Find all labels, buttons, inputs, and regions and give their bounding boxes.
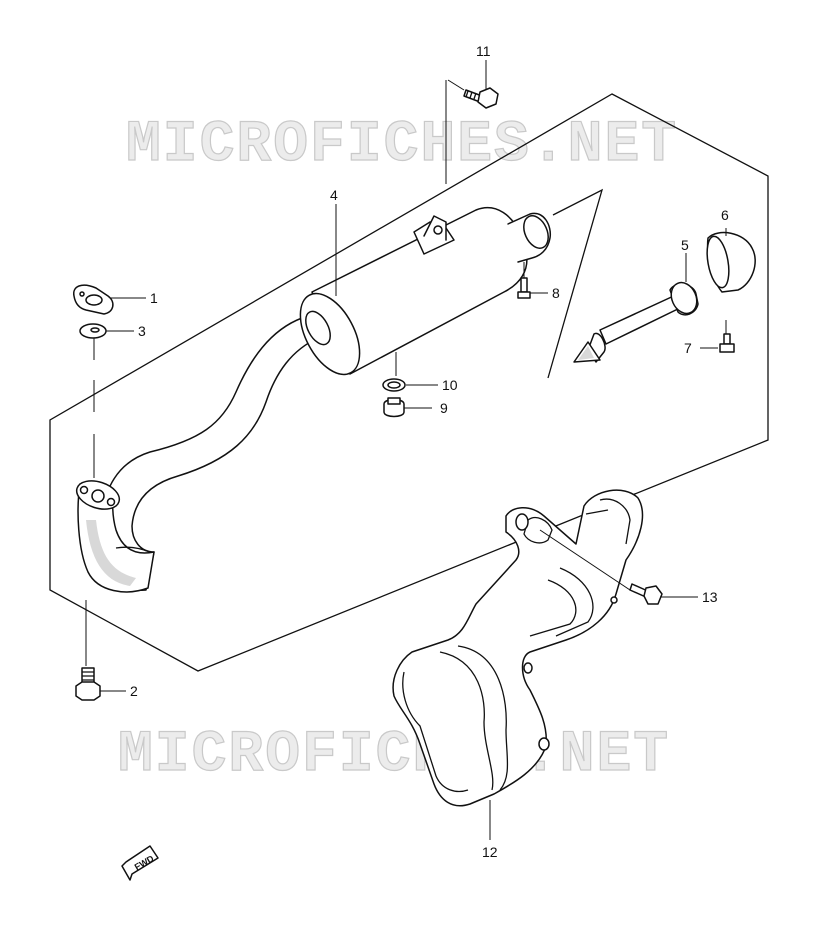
- watermark-bottom: MICROFICHES.NET: [118, 723, 670, 788]
- callout-3: 3: [138, 323, 146, 339]
- bolt-part-13: [629, 583, 663, 605]
- callout-10: 10: [442, 377, 458, 393]
- callout-13: 13: [702, 589, 718, 605]
- tail-cap: [706, 231, 756, 293]
- callout-8: 8: [552, 285, 560, 301]
- screw-part-7: [719, 333, 735, 353]
- bolt-part-2: [75, 667, 101, 701]
- spark-arrester: [573, 281, 699, 363]
- forward-arrow-icon: FWD: [121, 845, 159, 881]
- callout-4: 4: [330, 187, 338, 203]
- callout-1: 1: [150, 290, 158, 306]
- callout-2: 2: [130, 683, 138, 699]
- callout-9: 9: [440, 400, 448, 416]
- callout-12: 12: [482, 844, 498, 860]
- callout-7: 7: [684, 340, 692, 356]
- callout-6: 6: [721, 207, 729, 223]
- callout-5: 5: [681, 237, 689, 253]
- gasket-ring: [382, 378, 406, 392]
- drain-plug: [383, 397, 405, 418]
- gasket: [73, 284, 114, 315]
- assembly-outline: [49, 93, 769, 672]
- screw-part-8: [517, 277, 531, 299]
- muffler: [299, 207, 552, 376]
- leader-lines: [85, 60, 727, 840]
- watermark-top: MICROFICHES.NET: [126, 113, 678, 178]
- muffler-subgroup-outline: [547, 188, 604, 379]
- bolt-part-11: [463, 87, 499, 109]
- heat-shield: [392, 489, 644, 807]
- washer: [79, 323, 107, 339]
- callout-numbers: 1 2 3 4 5 6 7 8 9 10 11 12 13: [130, 43, 729, 860]
- exhaust-pipe: [75, 317, 319, 593]
- callout-11: 11: [476, 43, 491, 59]
